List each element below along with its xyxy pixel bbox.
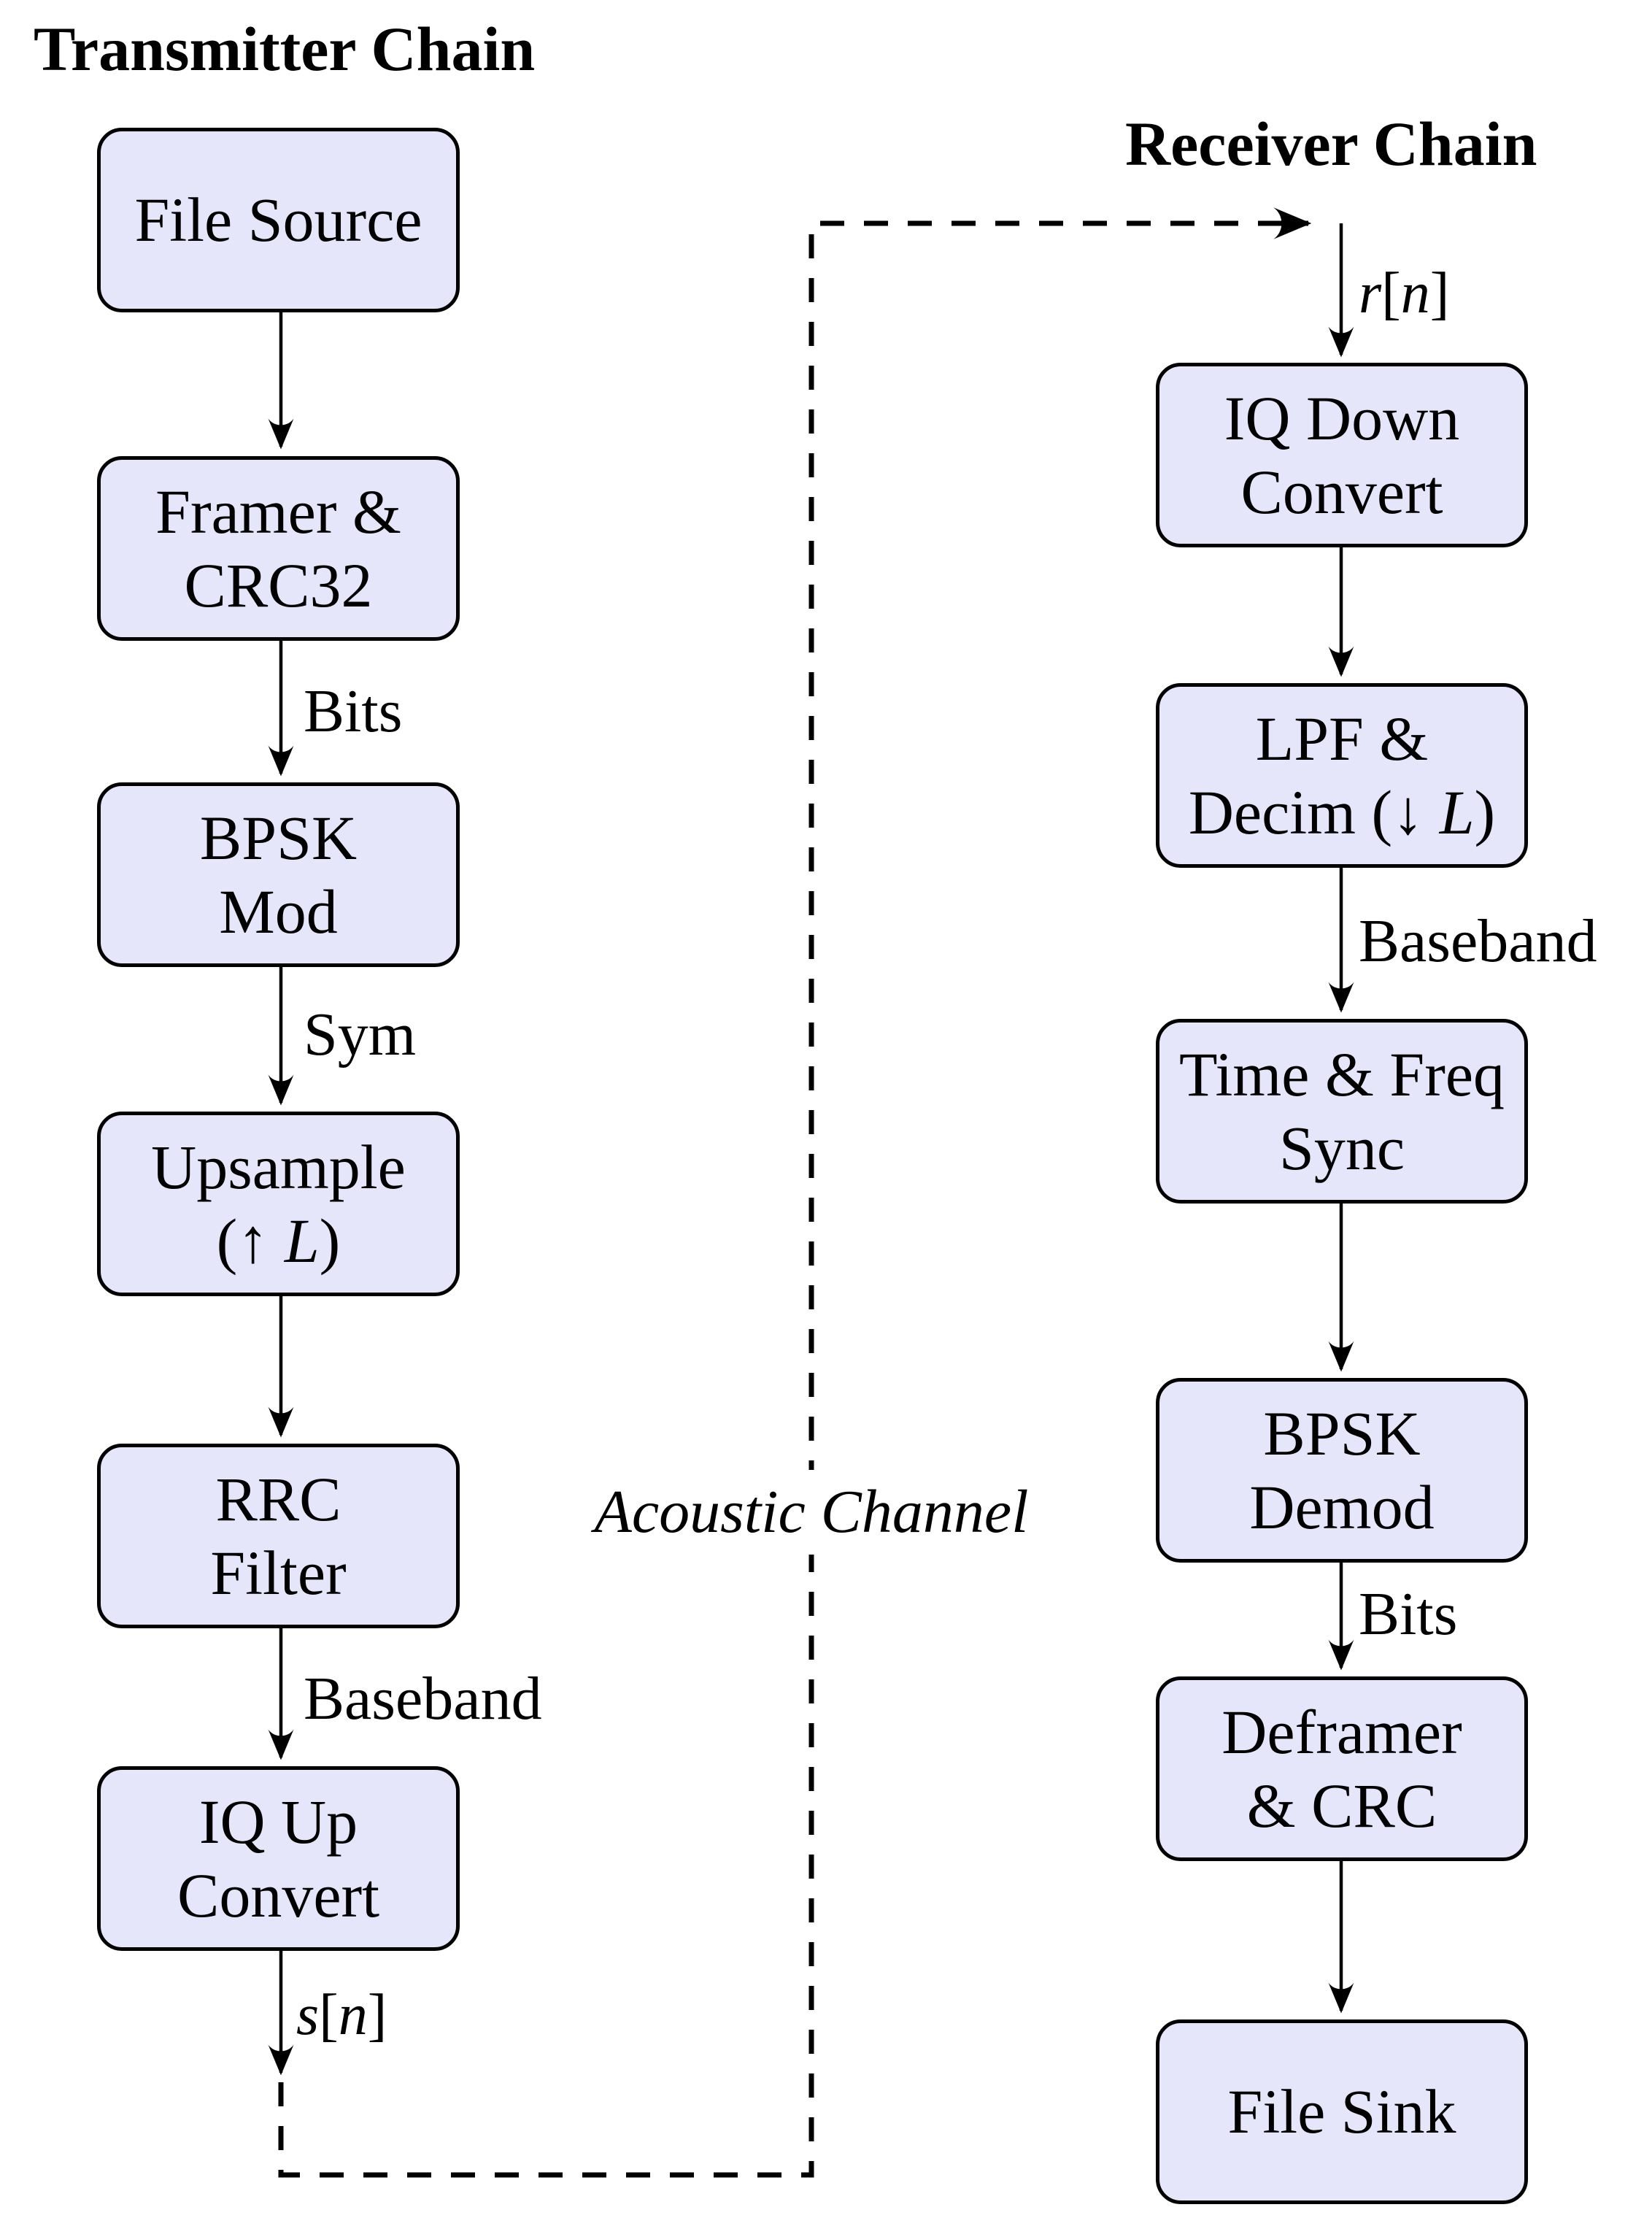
decim-factor-suffix: ) — [1474, 777, 1496, 847]
decim-factor-prefix: Decim (↓ — [1188, 777, 1440, 847]
node-iq-down-convert: IQ Down Convert — [1156, 363, 1528, 547]
upsample-factor-suffix: ) — [319, 1205, 341, 1276]
node-label: IQ Down Convert — [1224, 382, 1460, 527]
node-label: Deframer & CRC — [1221, 1696, 1462, 1841]
node-label: BPSK Demod — [1249, 1398, 1435, 1542]
node-label: File Sink — [1227, 2076, 1456, 2147]
bracket-close: ] — [1429, 261, 1450, 326]
node-file-sink: File Sink — [1156, 2019, 1528, 2204]
signal-variable: s — [296, 1983, 320, 2047]
node-deframer-crc: Deframer & CRC — [1156, 1676, 1528, 1861]
upsample-factor-variable: L — [284, 1205, 320, 1276]
node-iq-up-convert: IQ Up Convert — [97, 1766, 460, 1951]
bracket-close: ] — [367, 1983, 387, 2047]
node-label: RRC Filter — [210, 1463, 347, 1608]
edge-label-sym: Sym — [304, 1001, 417, 1068]
node-bpsk-demod: BPSK Demod — [1156, 1378, 1528, 1563]
bracket-open: [ — [319, 1983, 339, 2047]
edge-label-baseband-rx: Baseband — [1359, 907, 1597, 975]
transmitter-chain-title: Transmitter Chain — [34, 14, 536, 84]
signal-variable: r — [1359, 261, 1382, 326]
acoustic-channel-dashed-path — [278, 207, 1312, 2178]
node-upsample: Upsample(↑ L) — [97, 1112, 460, 1296]
node-framer-crc32: Framer & CRC32 — [97, 456, 460, 641]
node-rrc-filter: RRC Filter — [97, 1444, 460, 1628]
node-label-line1: LPF & — [1255, 703, 1429, 774]
node-label: Time & Freq Sync — [1179, 1039, 1505, 1183]
node-lpf-decim: LPF &Decim (↓ L) — [1156, 683, 1528, 868]
node-label: Framer & CRC32 — [155, 476, 401, 620]
bracket-open: [ — [1381, 261, 1401, 326]
receiver-chain-title: Receiver Chain — [1125, 109, 1537, 179]
node-label: IQ Up Convert — [177, 1786, 380, 1930]
index-variable: n — [338, 1983, 368, 2047]
decim-factor-variable: L — [1439, 777, 1475, 847]
upsample-factor-prefix: (↑ — [216, 1205, 285, 1276]
node-label: LPF &Decim (↓ L) — [1189, 702, 1495, 849]
node-label: File Source — [134, 185, 422, 255]
edge-label-s-n-signal: s[n] — [296, 1986, 387, 2044]
edge-label-bits-tx: Bits — [304, 677, 403, 745]
node-bpsk-mod: BPSK Mod — [97, 782, 460, 967]
node-time-freq-sync: Time & Freq Sync — [1156, 1019, 1528, 1204]
edge-label-baseband-tx: Baseband — [304, 1665, 542, 1733]
edge-label-bits-rx: Bits — [1359, 1580, 1458, 1648]
acoustic-channel-label: Acoustic Channel — [578, 1470, 1045, 1555]
node-label-line1: Upsample — [151, 1131, 406, 1202]
edge-label-r-n-signal: r[n] — [1359, 264, 1449, 323]
node-file-source: File Source — [97, 128, 460, 312]
node-label: BPSK Mod — [199, 802, 358, 947]
index-variable: n — [1400, 261, 1430, 326]
node-label: Upsample(↑ L) — [151, 1131, 406, 1277]
